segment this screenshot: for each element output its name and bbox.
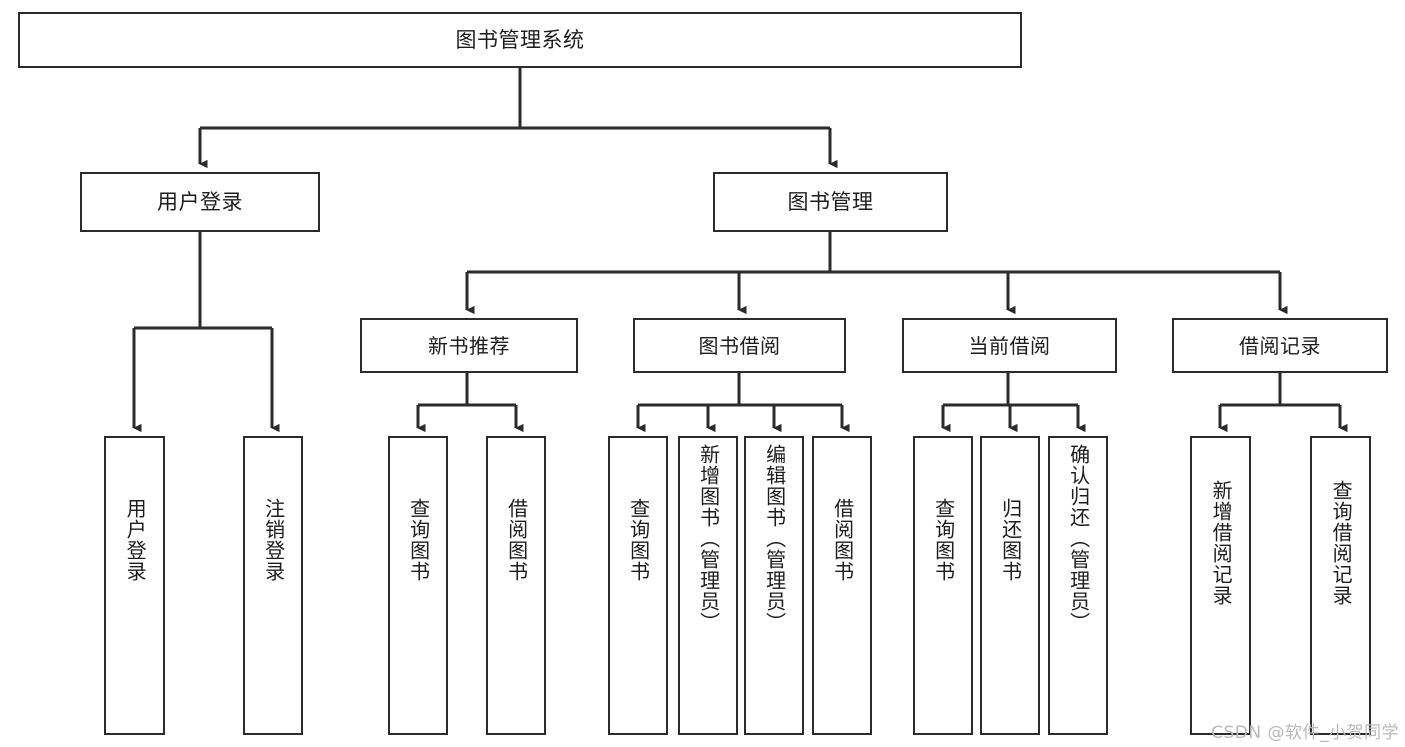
node-borrow-record[interactable]: 借阅记录 bbox=[1172, 318, 1388, 373]
node-leaf-query-book-1-label: 查询图书 bbox=[406, 498, 431, 582]
node-leaf-edit-book-label: 编辑图书（管理员） bbox=[762, 444, 787, 633]
node-leaf-query-borrow-record[interactable]: 查询借阅记录 bbox=[1310, 436, 1371, 735]
node-book-borrow-label: 图书借阅 bbox=[698, 333, 781, 358]
node-current-borrow-label: 当前借阅 bbox=[968, 333, 1051, 358]
node-leaf-user-login[interactable]: 用户登录 bbox=[104, 436, 165, 735]
csdn-watermark: CSDN @软件_小贺同学 bbox=[1211, 723, 1399, 743]
node-leaf-logout-login-label: 注销登录 bbox=[261, 498, 286, 582]
node-user-login[interactable]: 用户登录 bbox=[80, 172, 320, 232]
node-leaf-add-book[interactable]: 新增图书（管理员） bbox=[678, 436, 738, 735]
node-book-manage-label: 图书管理 bbox=[787, 189, 874, 214]
node-current-borrow[interactable]: 当前借阅 bbox=[902, 318, 1117, 373]
node-leaf-edit-book[interactable]: 编辑图书（管理员） bbox=[744, 436, 804, 735]
node-leaf-return-book-label: 归还图书 bbox=[998, 498, 1023, 582]
node-borrow-record-label: 借阅记录 bbox=[1239, 333, 1321, 358]
node-leaf-add-borrow-record[interactable]: 新增借阅记录 bbox=[1190, 436, 1251, 735]
node-leaf-confirm-return[interactable]: 确认归还（管理员） bbox=[1048, 436, 1108, 735]
node-new-book-recommend[interactable]: 新书推荐 bbox=[360, 318, 578, 373]
node-new-book-recommend-label: 新书推荐 bbox=[428, 333, 510, 358]
node-leaf-user-login-label: 用户登录 bbox=[123, 498, 148, 582]
node-leaf-add-book-label: 新增图书（管理员） bbox=[696, 444, 721, 633]
node-leaf-return-book[interactable]: 归还图书 bbox=[980, 436, 1040, 735]
node-leaf-borrow-book-1-label: 借阅图书 bbox=[504, 498, 529, 582]
node-leaf-query-book-1[interactable]: 查询图书 bbox=[388, 436, 448, 735]
node-leaf-borrow-book-1[interactable]: 借阅图书 bbox=[486, 436, 546, 735]
node-book-borrow[interactable]: 图书借阅 bbox=[633, 318, 846, 373]
node-leaf-query-book-2-label: 查询图书 bbox=[626, 498, 651, 582]
node-leaf-borrow-book-2[interactable]: 借阅图书 bbox=[812, 436, 872, 735]
node-root-label: 图书管理系统 bbox=[455, 27, 585, 52]
node-leaf-logout-login[interactable]: 注销登录 bbox=[243, 436, 303, 735]
node-user-login-label: 用户登录 bbox=[157, 189, 243, 214]
node-leaf-query-book-3[interactable]: 查询图书 bbox=[913, 436, 973, 735]
node-root[interactable]: 图书管理系统 bbox=[18, 12, 1022, 68]
node-leaf-query-book-3-label: 查询图书 bbox=[931, 498, 956, 582]
node-leaf-confirm-return-label: 确认归还（管理员） bbox=[1066, 444, 1091, 633]
node-leaf-query-borrow-record-label: 查询借阅记录 bbox=[1329, 480, 1354, 606]
node-leaf-borrow-book-2-label: 借阅图书 bbox=[830, 498, 855, 582]
node-book-manage[interactable]: 图书管理 bbox=[713, 172, 948, 232]
node-leaf-query-book-2[interactable]: 查询图书 bbox=[608, 436, 668, 735]
node-leaf-add-borrow-record-label: 新增借阅记录 bbox=[1209, 480, 1234, 606]
